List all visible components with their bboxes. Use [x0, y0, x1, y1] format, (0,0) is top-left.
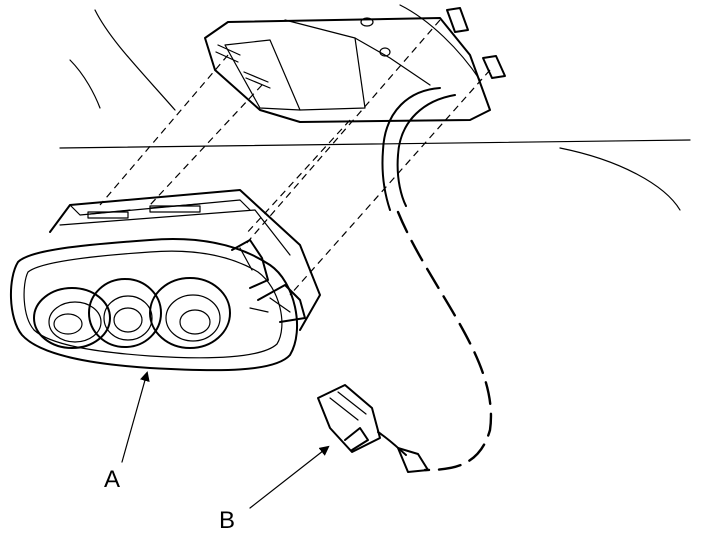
recess-clip-slot — [215, 44, 271, 89]
wire-harness — [381, 87, 493, 472]
harness-connector — [317, 384, 429, 473]
headliner-outline — [59, 4, 691, 211]
retaining-clip — [446, 7, 506, 79]
callout-b-arrow — [249, 445, 330, 509]
assembly-clip-lower — [249, 284, 306, 323]
light-switch-right — [149, 277, 231, 349]
callout-label-b: B — [219, 507, 235, 534]
light-switch-middle — [88, 278, 162, 348]
callout-a-arrow — [121, 371, 150, 463]
alignment-lines — [99, 19, 491, 296]
assembly-clip-upper — [231, 239, 269, 289]
light-switch-left — [33, 287, 111, 349]
callout-label-a: A — [104, 466, 120, 493]
map-light-assembly — [9, 189, 321, 372]
mounting-recess — [204, 17, 491, 123]
